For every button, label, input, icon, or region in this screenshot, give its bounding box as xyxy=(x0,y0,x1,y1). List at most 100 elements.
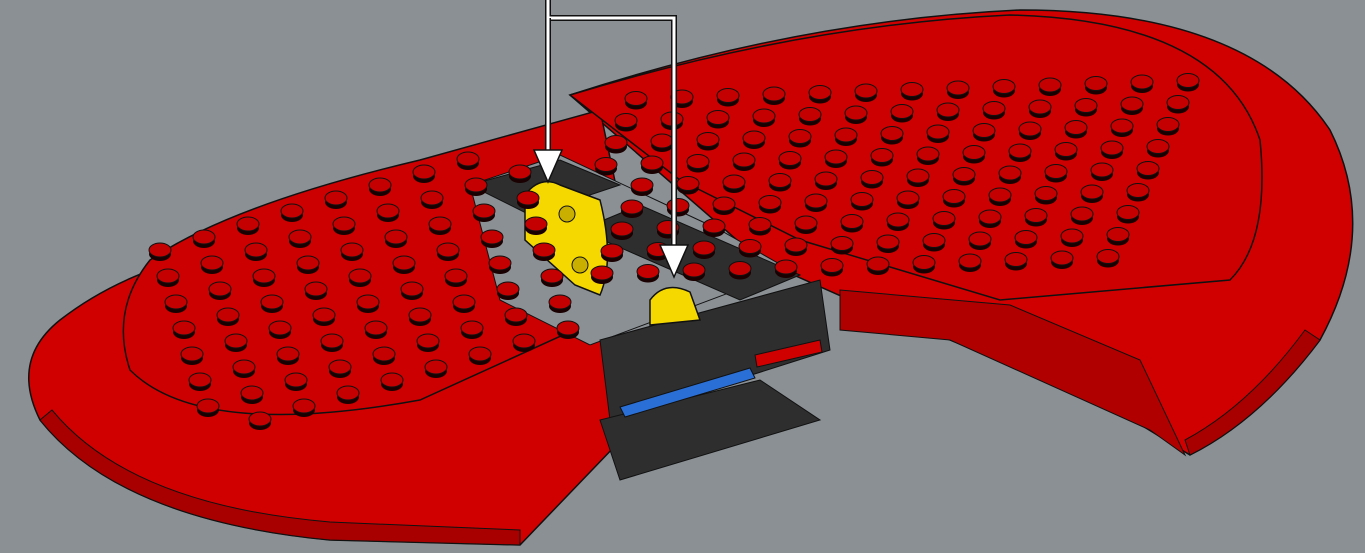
stud xyxy=(393,256,415,270)
stud xyxy=(933,212,955,226)
stud xyxy=(1117,206,1139,220)
stud xyxy=(313,308,335,322)
stud xyxy=(927,125,949,139)
stud xyxy=(1035,187,1057,201)
stud xyxy=(687,155,709,169)
stud xyxy=(237,217,259,231)
stud xyxy=(541,269,563,283)
stud xyxy=(601,244,623,258)
stud xyxy=(453,295,475,309)
stud xyxy=(1051,251,1073,265)
stud xyxy=(595,158,617,172)
stud xyxy=(249,412,271,426)
stud xyxy=(429,217,451,231)
stud xyxy=(349,269,371,283)
stud xyxy=(1177,74,1199,88)
stud xyxy=(269,321,291,335)
stud xyxy=(913,256,935,270)
stud xyxy=(1075,99,1097,113)
stud xyxy=(549,295,571,309)
stud xyxy=(277,347,299,361)
stud xyxy=(1019,122,1041,136)
stud xyxy=(963,146,985,160)
stud xyxy=(901,83,923,97)
stud xyxy=(621,200,643,214)
stud xyxy=(677,177,699,191)
stud xyxy=(425,360,447,374)
stud xyxy=(157,269,179,283)
stud xyxy=(465,178,487,192)
stud xyxy=(1097,250,1119,264)
stud xyxy=(1121,97,1143,111)
stud xyxy=(841,215,863,229)
stud xyxy=(625,92,647,106)
stud xyxy=(887,213,909,227)
stud xyxy=(605,136,627,150)
stud xyxy=(907,169,929,183)
stud xyxy=(333,217,355,231)
stud xyxy=(831,237,853,251)
stud xyxy=(969,232,991,246)
stud xyxy=(377,204,399,218)
stud xyxy=(917,147,939,161)
stud xyxy=(713,197,735,211)
stud xyxy=(861,171,883,185)
stud xyxy=(729,262,751,276)
stud xyxy=(959,254,981,268)
stud xyxy=(743,131,765,145)
stud xyxy=(225,334,247,348)
stud xyxy=(241,386,263,400)
stud xyxy=(253,269,275,283)
stud xyxy=(385,230,407,244)
stud xyxy=(769,174,791,188)
stud xyxy=(321,334,343,348)
stud xyxy=(365,321,387,335)
stud xyxy=(651,134,673,148)
stud xyxy=(1157,118,1179,132)
stud xyxy=(631,178,653,192)
stud xyxy=(989,188,1011,202)
stud xyxy=(785,238,807,252)
stud xyxy=(481,230,503,244)
stud xyxy=(165,295,187,309)
stud xyxy=(999,166,1021,180)
stud xyxy=(381,373,403,387)
stud xyxy=(739,240,761,254)
stud xyxy=(409,308,431,322)
stud xyxy=(1071,207,1093,221)
stud xyxy=(473,204,495,218)
stud xyxy=(293,399,315,413)
stud xyxy=(615,114,637,128)
stud xyxy=(683,263,705,277)
stud xyxy=(1015,231,1037,245)
stud xyxy=(513,334,535,348)
stud xyxy=(845,106,867,120)
stud xyxy=(591,266,613,280)
stud xyxy=(505,308,527,322)
stud xyxy=(1045,165,1067,179)
stud xyxy=(855,84,877,98)
stud xyxy=(749,218,771,232)
stud xyxy=(947,81,969,95)
stud xyxy=(181,347,203,361)
stud xyxy=(329,360,351,374)
stud xyxy=(979,210,1001,224)
stud xyxy=(509,165,531,179)
stud xyxy=(281,204,303,218)
stud xyxy=(217,308,239,322)
stud xyxy=(1009,144,1031,158)
stud xyxy=(871,149,893,163)
stud xyxy=(297,256,319,270)
stud xyxy=(923,234,945,248)
stud xyxy=(891,105,913,119)
stud xyxy=(693,241,715,255)
stud xyxy=(413,165,435,179)
stud xyxy=(641,156,663,170)
stud xyxy=(497,282,519,296)
stud xyxy=(437,243,459,257)
stud xyxy=(189,373,211,387)
stud xyxy=(357,295,379,309)
stud xyxy=(369,178,391,192)
stud xyxy=(417,334,439,348)
stud xyxy=(897,191,919,205)
